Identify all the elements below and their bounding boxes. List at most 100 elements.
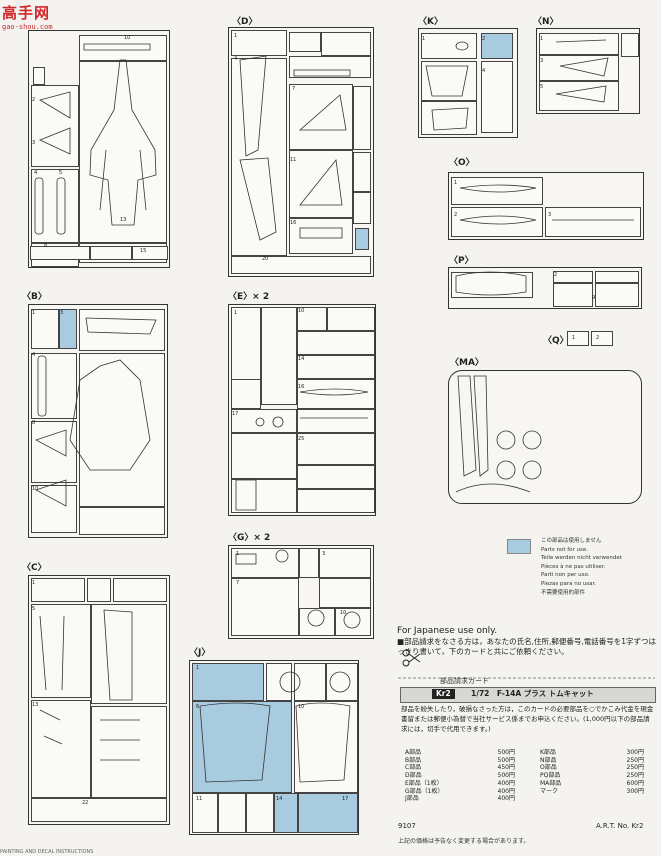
sprue-g-part-9 xyxy=(307,609,325,627)
sprue-e-cell-16 xyxy=(231,379,261,409)
legend-line-fr: Pièces à ne pas utiliser. xyxy=(541,563,606,570)
sprue-a-part-2 xyxy=(38,91,71,119)
sprue-e-wheel-2 xyxy=(255,417,265,427)
sprue-c-fin xyxy=(103,609,133,701)
part-num-o-3: 3 xyxy=(548,212,552,218)
sprue-p-canopy xyxy=(455,271,527,296)
part-num-b-4: 4 xyxy=(32,352,36,358)
sprue-a-cell-small xyxy=(33,67,45,85)
sprue-g-part-2 xyxy=(275,549,289,563)
sprue-b-part-10 xyxy=(34,479,67,507)
part-num-j-11: 11 xyxy=(196,796,203,802)
sprue-d-part-16 xyxy=(299,227,343,239)
watermark-url: gao-shou.com xyxy=(2,23,53,31)
sprue-q-cell-2 xyxy=(591,331,613,346)
part-num-q-1: 1 xyxy=(572,335,576,341)
sprue-tree-j xyxy=(189,660,359,835)
part-num-n-1: 1 xyxy=(540,36,544,42)
sprue-tree-d xyxy=(228,27,374,277)
sprue-d-cell-fin-11 xyxy=(289,150,353,218)
part-num-d-1: 1 xyxy=(234,33,238,39)
print-code: 9107 xyxy=(398,822,416,830)
part-num-b-1: 1 xyxy=(32,310,36,316)
sprue-ma-strip-2 xyxy=(473,375,489,477)
sprue-n-cell-1 xyxy=(539,33,619,55)
sprue-tree-o xyxy=(448,172,644,240)
sprue-a-cell-10 xyxy=(79,35,167,61)
sprue-d-cell-20-22 xyxy=(231,256,371,274)
sprue-tree-g xyxy=(228,545,374,639)
kit-code-badge: Kr2 xyxy=(432,689,455,699)
order-card-header: 部品請求カード xyxy=(440,677,489,685)
sprue-e-cell-bottom xyxy=(297,489,375,513)
sprue-d-cell-13-15 xyxy=(353,152,371,192)
part-num-g-3: 3 xyxy=(322,551,326,557)
sprue-label-p: 〈P〉 xyxy=(449,256,474,266)
watermark-logo: 高手网 gao-shou.com xyxy=(2,2,72,34)
sprue-label-q: 〈Q〉 xyxy=(543,336,569,346)
price-change-note: 上記の価格は予告なく変更する場合があります。 xyxy=(398,838,530,845)
sprue-e-gear-door xyxy=(235,479,257,511)
sprue-a-part-5 xyxy=(56,177,66,235)
sprue-a-part-4 xyxy=(34,177,44,235)
sprue-e-fuel-tank xyxy=(299,388,369,396)
sprue-tree-ma xyxy=(448,370,642,504)
part-num-n-3: 3 xyxy=(540,58,544,64)
sprue-tree-b xyxy=(28,304,168,538)
part-num-a-3: 3 xyxy=(32,140,36,146)
sprue-j-cell-9 xyxy=(326,663,358,701)
legend-line-it: Parti non per uso. xyxy=(541,572,590,579)
sprue-d-cell-8-9 xyxy=(353,86,371,150)
sprue-b-fuselage-shape xyxy=(69,359,151,471)
sprue-g-cell-1 xyxy=(231,548,299,578)
sprue-d-cell-fin-7 xyxy=(289,84,353,150)
part-num-c-1: 1 xyxy=(32,580,36,586)
sprue-d-fin-upper xyxy=(298,94,347,131)
part-num-d-7: 7 xyxy=(292,86,296,92)
sprue-b-cell-10 xyxy=(31,485,77,533)
part-num-e-16: 16 xyxy=(298,384,305,390)
sprue-b-cell-4-7 xyxy=(31,353,77,419)
part-num-k-2: 2 xyxy=(482,36,486,42)
unused-parts-swatch xyxy=(507,539,531,554)
sprue-o-cell-3 xyxy=(545,207,641,237)
sprue-d-fin-lower xyxy=(299,159,343,206)
part-num-a-8: 8 xyxy=(44,243,48,249)
sprue-a-cell-14 xyxy=(90,246,132,260)
sprue-a-cell-2-3 xyxy=(31,85,79,167)
part-num-e-17: 17 xyxy=(232,411,239,417)
part-num-k-1: 1 xyxy=(422,36,426,42)
sprue-ma-fan-1 xyxy=(496,430,516,450)
sprue-ma-fan-3 xyxy=(496,460,516,480)
sprue-tree-c xyxy=(28,575,170,825)
sprue-g-cell-10 xyxy=(335,608,371,636)
sprue-o-tank-2 xyxy=(459,215,537,225)
sprue-a-cell-15 xyxy=(132,246,168,260)
part-num-p-2: 2 xyxy=(554,272,558,278)
sprue-e-cell-gear xyxy=(231,479,297,513)
sprue-j-wing-right xyxy=(295,702,351,783)
sprue-d-cell-1-2 xyxy=(231,30,287,56)
sprue-d-cell-wings xyxy=(231,58,287,256)
sprue-p-cell-2 xyxy=(553,271,593,283)
part-num-k-4: 4 xyxy=(482,68,486,74)
sprue-g-cell-9 xyxy=(299,608,335,636)
order-instructions: ■部品請求をなさる方は，あなたの氏名,住所,郵便番号,電話番号を1字ずつはっきり… xyxy=(397,637,657,656)
sprue-b-cell-11 xyxy=(79,309,165,351)
part-num-d-20: 20 xyxy=(262,256,269,262)
sprue-a-fuselage-shape xyxy=(89,59,157,226)
part-num-e-14: 14 xyxy=(298,356,305,362)
sprue-k-cell-4-7 xyxy=(481,61,513,133)
sprue-j-part-9 xyxy=(329,671,351,693)
legend-line-es: Piezas para no usar. xyxy=(541,580,597,587)
part-num-a-4: 4 xyxy=(34,170,38,176)
part-num-a-15: 15 xyxy=(140,248,147,254)
